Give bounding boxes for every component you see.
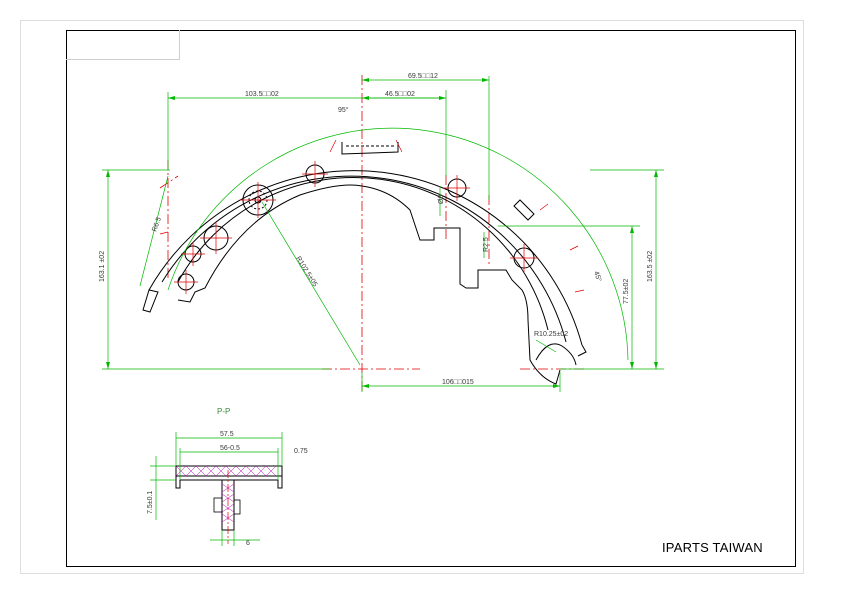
dim-45: 45° — [592, 270, 603, 283]
hole-crosshairs — [159, 139, 585, 294]
pin-left — [213, 497, 223, 513]
section-p-p: P-P — [147, 407, 308, 547]
pin-right — [233, 499, 241, 515]
title-block — [66, 30, 180, 60]
dim-d8: Ø8 — [438, 195, 445, 204]
dim-46-5: 46.5□□02 — [385, 91, 415, 98]
left-end — [142, 289, 159, 313]
dim-r102-5: R102.5±05 — [294, 255, 318, 288]
dim-163-1: 163.1 ±02 — [99, 251, 106, 282]
brake-shoe-outline — [142, 142, 587, 385]
dim-95: 95° — [338, 106, 349, 114]
right-clip — [513, 199, 535, 221]
drawing-frame — [66, 30, 796, 567]
rim-section — [175, 476, 283, 489]
web-arc — [177, 177, 549, 331]
dimension-labels: 103.5□□02 95° 69.5□□12 46.5□□02 163.1 ±0… — [99, 73, 654, 386]
center-clip — [341, 142, 399, 155]
anchor-notch — [535, 343, 577, 366]
page-frame — [20, 20, 804, 574]
dim-56: 56-0.5 — [220, 445, 240, 452]
dimension-arrows — [106, 78, 658, 388]
dim-r2-5: R2.5 — [483, 237, 490, 252]
dim-103-5: 103.5□□02 — [245, 91, 279, 98]
lining-hatch — [175, 465, 277, 477]
left-center-tick — [159, 175, 179, 189]
inner-arc — [161, 175, 567, 343]
dim-69-5: 69.5□□12 — [408, 73, 438, 80]
dim-57-5: 57.5 — [220, 431, 234, 438]
lining-block — [175, 465, 283, 477]
dim-7-5: 7.5±0.1 — [147, 491, 154, 514]
section-label: P-P — [217, 407, 230, 416]
dim-163-5: 163.5 ±02 — [647, 251, 654, 282]
dim-0-75: 0.75 — [294, 448, 308, 455]
web-profile — [177, 184, 561, 385]
company-label: IPARTS TAIWAN — [662, 540, 763, 555]
dim-r6-5: R6.5 — [151, 216, 163, 232]
dim-106: 106□□015 — [442, 379, 474, 386]
dim-6: 6 — [246, 540, 250, 547]
outer-arc — [148, 170, 583, 346]
centerlines — [159, 75, 585, 392]
dim-r10-25: R10.25±02 — [534, 331, 568, 338]
dimension-lines — [102, 76, 664, 392]
dim-77-5: 77.5±02 — [623, 279, 630, 304]
right-end — [577, 344, 587, 357]
